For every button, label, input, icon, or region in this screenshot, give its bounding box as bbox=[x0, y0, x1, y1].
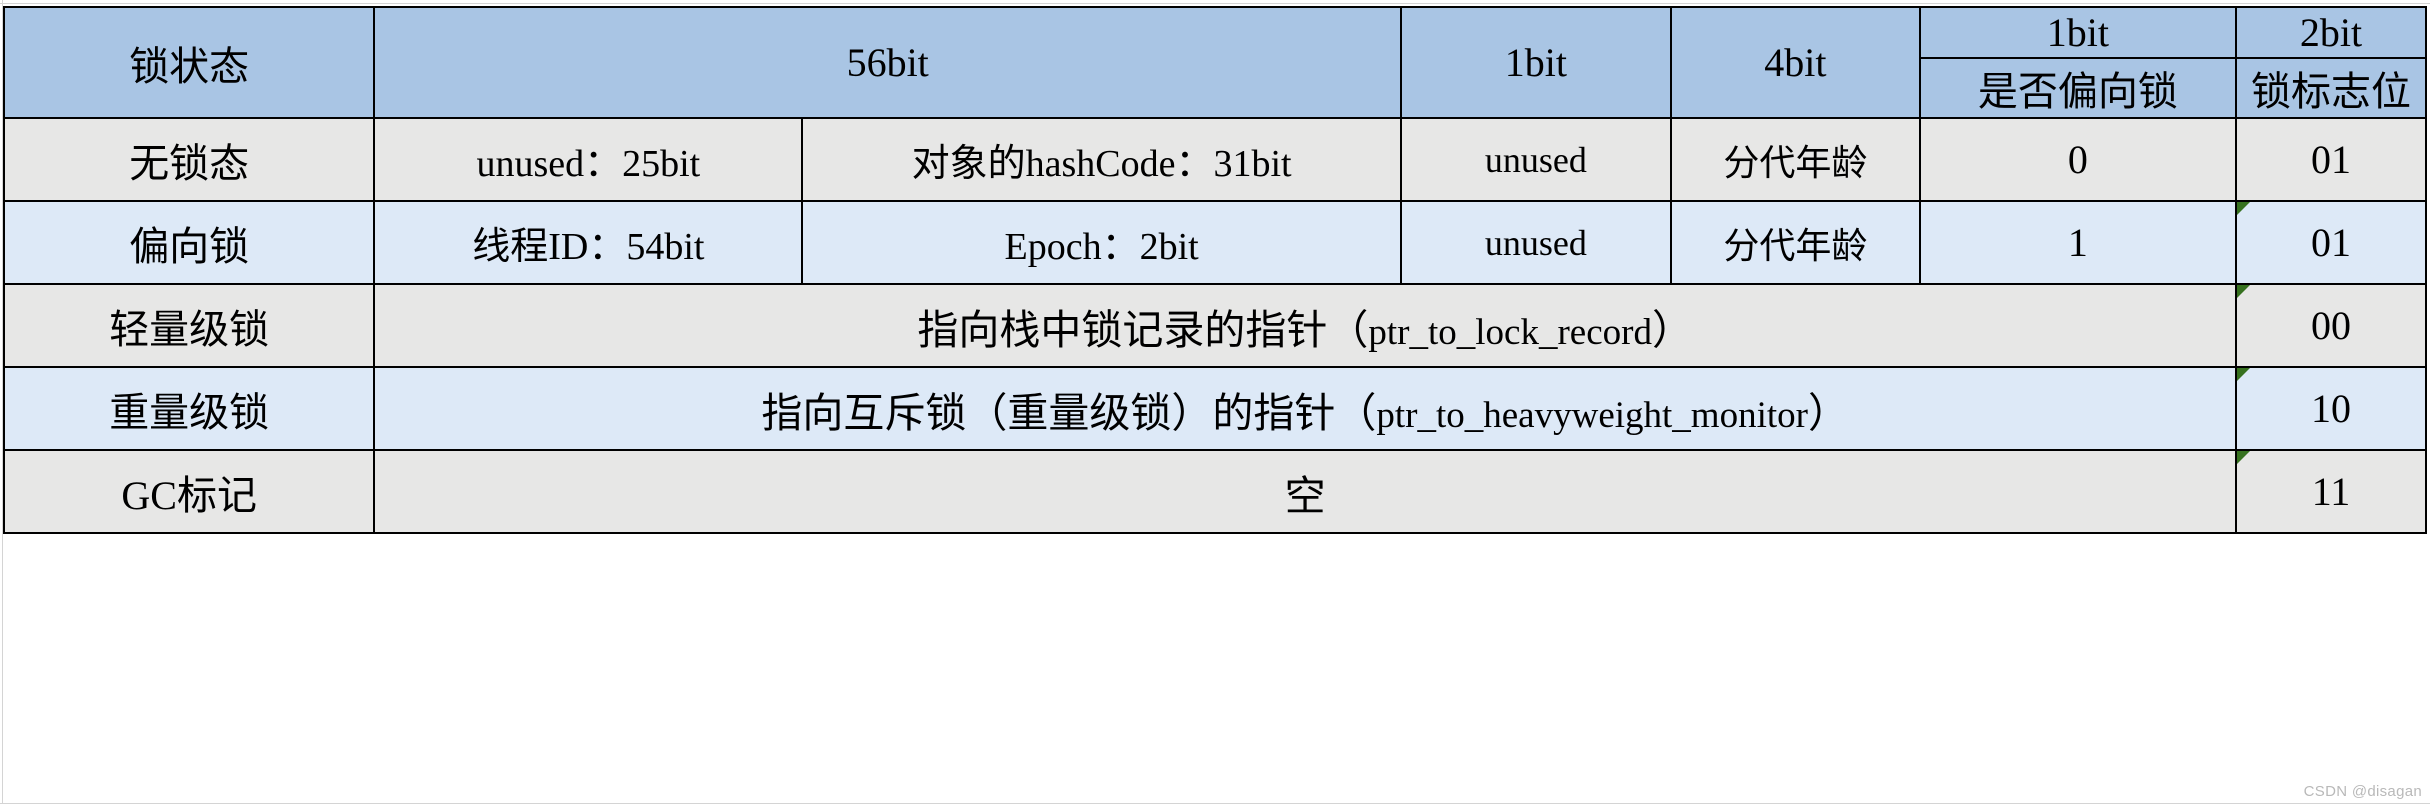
cell-lock-flag-bits-text: 11 bbox=[2311, 469, 2351, 514]
cell-lock-flag-bits: 11 bbox=[2234, 449, 2428, 534]
table-row: 偏向锁 线程ID：54bit Epoch：2bit unused 分代年龄 1 … bbox=[2, 200, 2428, 285]
header-cell-is-biased-lock: 是否偏向锁 bbox=[1918, 57, 2237, 119]
header-cell-bias-bits: 1bit bbox=[1918, 6, 2237, 59]
cell-lock-flag-bits: 00 bbox=[2234, 283, 2428, 368]
pointer-description-cn: 指向互斥锁（重量级锁）的指针（ bbox=[761, 389, 1377, 436]
cell-bias-bit: 1 bbox=[1918, 200, 2237, 285]
error-indicator-triangle-icon bbox=[2237, 369, 2250, 381]
pointer-description-close: ） bbox=[1807, 389, 1849, 436]
header-cell-4bit-age: 4bit bbox=[1669, 6, 1921, 119]
cell-lock-flag-bits-text: 10 bbox=[2310, 386, 2351, 431]
cell-lock-state: 轻量级锁 bbox=[2, 283, 376, 368]
cell-generational-age: 分代年龄 bbox=[1669, 200, 1921, 285]
cell-field-b: 对象的hashCode：31bit bbox=[801, 117, 1402, 202]
pointer-description-code: ptr_to_heavyweight_monitor bbox=[1376, 394, 1808, 436]
table-row: 轻量级锁 指向栈中锁记录的指针（ptr_to_lock_record） 00 bbox=[2, 283, 2428, 368]
cell-lock-flag-bits: 01 bbox=[2234, 200, 2428, 285]
error-indicator-triangle-icon bbox=[2237, 452, 2250, 464]
cell-unused: unused bbox=[1399, 117, 1672, 202]
cell-unused: unused bbox=[1399, 200, 1672, 285]
pointer-description-close: ） bbox=[1651, 306, 1693, 353]
cell-merged-pointer-description: 指向互斥锁（重量级锁）的指针（ptr_to_heavyweight_monito… bbox=[373, 366, 2237, 451]
cell-lock-flag-bits-text: 00 bbox=[2310, 303, 2351, 348]
table-header-row-secondary: 是否偏向锁 锁标志位 bbox=[4, 57, 2428, 119]
error-indicator-triangle-icon bbox=[2237, 203, 2250, 215]
cell-lock-state: GC标记 bbox=[2, 449, 376, 534]
pointer-description-cn: 空 bbox=[1284, 472, 1326, 519]
cell-lock-flag-bits-text: 01 bbox=[2310, 220, 2351, 265]
cell-lock-state: 无锁态 bbox=[2, 117, 376, 202]
header-cell-lock-flag: 锁标志位 bbox=[2234, 57, 2428, 119]
cell-merged-pointer-description: 指向栈中锁记录的指针（ptr_to_lock_record） bbox=[373, 283, 2237, 368]
cell-lock-flag-bits: 01 bbox=[2234, 117, 2428, 202]
cell-lock-state: 偏向锁 bbox=[2, 200, 376, 285]
header-cell-lock-state: 锁状态 bbox=[2, 6, 376, 119]
header-cell-1bit-unused: 1bit bbox=[1399, 6, 1672, 119]
table-row: GC标记 空 11 bbox=[2, 449, 2428, 534]
header-cell-flag-bits: 2bit bbox=[2234, 6, 2428, 59]
cell-bias-bit: 0 bbox=[1918, 117, 2237, 202]
pointer-description-cn: 指向栈中锁记录的指针（ bbox=[917, 306, 1369, 353]
table-row: 重量级锁 指向互斥锁（重量级锁）的指针（ptr_to_heavyweight_m… bbox=[2, 366, 2428, 451]
cell-field-b: Epoch：2bit bbox=[801, 200, 1402, 285]
cell-generational-age: 分代年龄 bbox=[1669, 117, 1921, 202]
cell-field-a: 线程ID：54bit bbox=[373, 200, 804, 285]
table-header-row-primary: 锁状态 56bit 1bit 4bit 1bit 2bit bbox=[2, 6, 2428, 119]
table-row: 无锁态 unused：25bit 对象的hashCode：31bit unuse… bbox=[2, 117, 2428, 202]
pointer-description-code: ptr_to_lock_record bbox=[1368, 311, 1652, 353]
cell-lock-flag-bits: 10 bbox=[2234, 366, 2428, 451]
header-cell-56bit: 56bit bbox=[373, 6, 1402, 119]
sheet-gridline-left bbox=[2, 0, 3, 804]
error-indicator-triangle-icon bbox=[2237, 286, 2250, 298]
object-header-lock-states-table: 锁状态 56bit 1bit 4bit 1bit 2bit 是否偏向锁 锁标志位… bbox=[2, 6, 2428, 534]
cell-field-a: unused：25bit bbox=[373, 117, 804, 202]
cell-merged-pointer-description: 空 bbox=[373, 449, 2237, 534]
cell-lock-state: 重量级锁 bbox=[2, 366, 376, 451]
watermark-label: CSDN @disagan bbox=[2303, 783, 2422, 800]
sheet-gridline-top bbox=[0, 3, 2430, 4]
